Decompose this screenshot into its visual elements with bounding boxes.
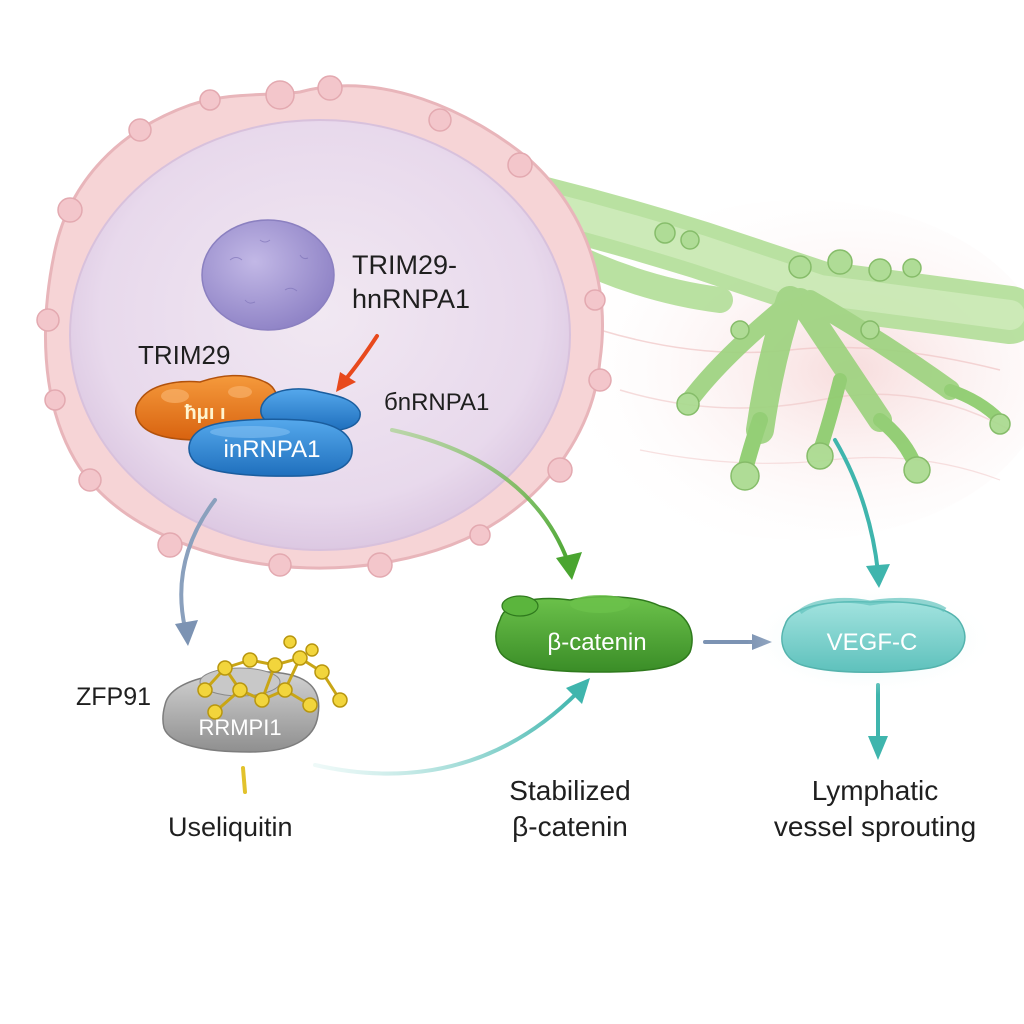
vegfc-mol-label: VEGF-C bbox=[827, 629, 918, 656]
grey-mol-label: RRMPI1 bbox=[198, 715, 281, 740]
hnrnpa1-right-label: бnRNPA1 bbox=[384, 389, 490, 416]
ubiquitinated-complex bbox=[162, 635, 348, 753]
useliquitin-label: Useliquitin bbox=[168, 812, 293, 842]
nucleus bbox=[201, 219, 335, 331]
vegfc-molecule bbox=[747, 585, 997, 695]
lymphatic-label-line2: vessel sprouting bbox=[773, 811, 977, 842]
hnrnpa1-mol-label: inRNPA1 bbox=[224, 436, 321, 463]
complex-label-line1: TRIM29- bbox=[352, 250, 458, 280]
arrow-vegfc-to-lymphatic bbox=[868, 683, 888, 760]
stabilized-label-line2: β-catenin bbox=[512, 811, 628, 842]
teal-arrow-to-bcatenin bbox=[313, 678, 590, 776]
bcatenin-mol-label: β-catenin bbox=[547, 629, 646, 656]
cytoplasm bbox=[69, 119, 571, 551]
trim29-mol-label: ħμı ı bbox=[184, 402, 225, 424]
complex-label-line2: hnRNPA1 bbox=[352, 284, 471, 314]
slate-arrow-to-zfp91 bbox=[175, 498, 217, 646]
green-arrow-to-bcatenin bbox=[390, 428, 582, 580]
zfp91-label: ZFP91 bbox=[76, 683, 152, 711]
lymphatic-label-line1: Lymphatic bbox=[811, 775, 939, 806]
stabilized-label-line1: Stabilized bbox=[509, 775, 631, 806]
hnrnpa1-molecule bbox=[188, 418, 353, 477]
cell bbox=[36, 75, 612, 578]
ubiquitin-tick bbox=[241, 766, 247, 794]
trim29-label: TRIM29 bbox=[138, 340, 231, 370]
lymphatic-vessel bbox=[511, 176, 1024, 491]
teal-arrow-vessel-to-vegfc bbox=[833, 438, 890, 588]
red-binding-arrow bbox=[336, 334, 379, 392]
bcatenin-molecule bbox=[495, 595, 693, 673]
